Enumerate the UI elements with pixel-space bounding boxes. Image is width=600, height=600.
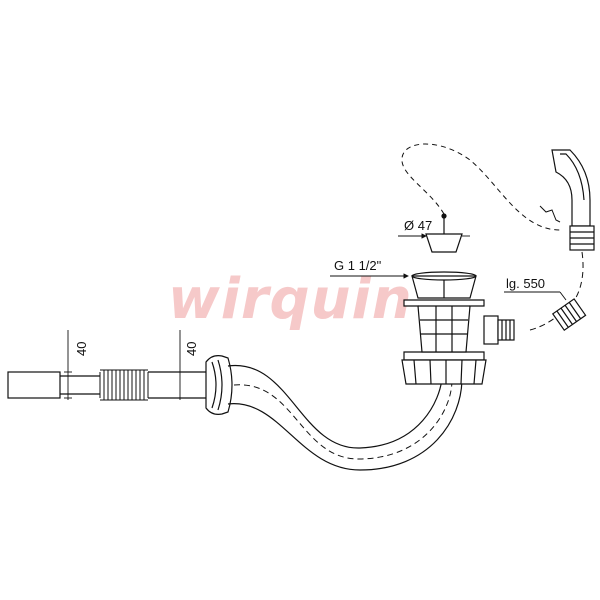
pipe-segment [148,371,206,399]
overflow-coupling [551,298,587,332]
waste-body [403,299,485,353]
overflow-elbow [551,149,595,251]
dim-right-label: 40 [184,342,199,356]
chain-length-label: lg. 550 [506,276,545,291]
chain-links [539,205,561,223]
dim-left-label: 40 [74,342,89,356]
strainer [411,271,477,299]
left-pipe-end [7,371,100,399]
brand-watermark: wirquin [168,267,413,332]
thread-label: G 1 1/2" [334,258,382,273]
chain-route [401,143,561,231]
dimension-lines [64,233,567,400]
plug [425,213,463,253]
diameter-label: Ø 47 [404,218,432,233]
union-nut [205,355,233,415]
s-bend-pipe [227,365,463,471]
corrugated-hose [99,369,149,401]
trap-nut [401,351,487,385]
assembly-outline [7,143,595,471]
overflow-connector [483,315,515,345]
